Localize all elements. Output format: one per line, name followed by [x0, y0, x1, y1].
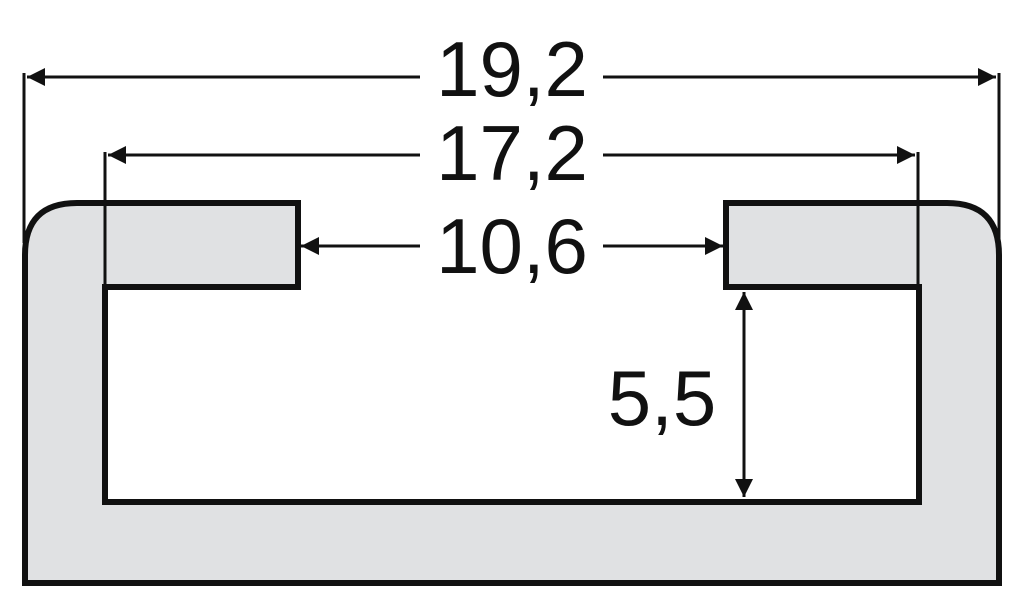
- dimension-label-slot-width: 10,6: [436, 202, 588, 290]
- dimension-label-opening-width: 17,2: [436, 109, 588, 197]
- dimension-label-overall-width: 19,2: [436, 25, 588, 113]
- dimension-label-depth: 5,5: [608, 354, 716, 442]
- channel-profile: [22, 200, 1002, 586]
